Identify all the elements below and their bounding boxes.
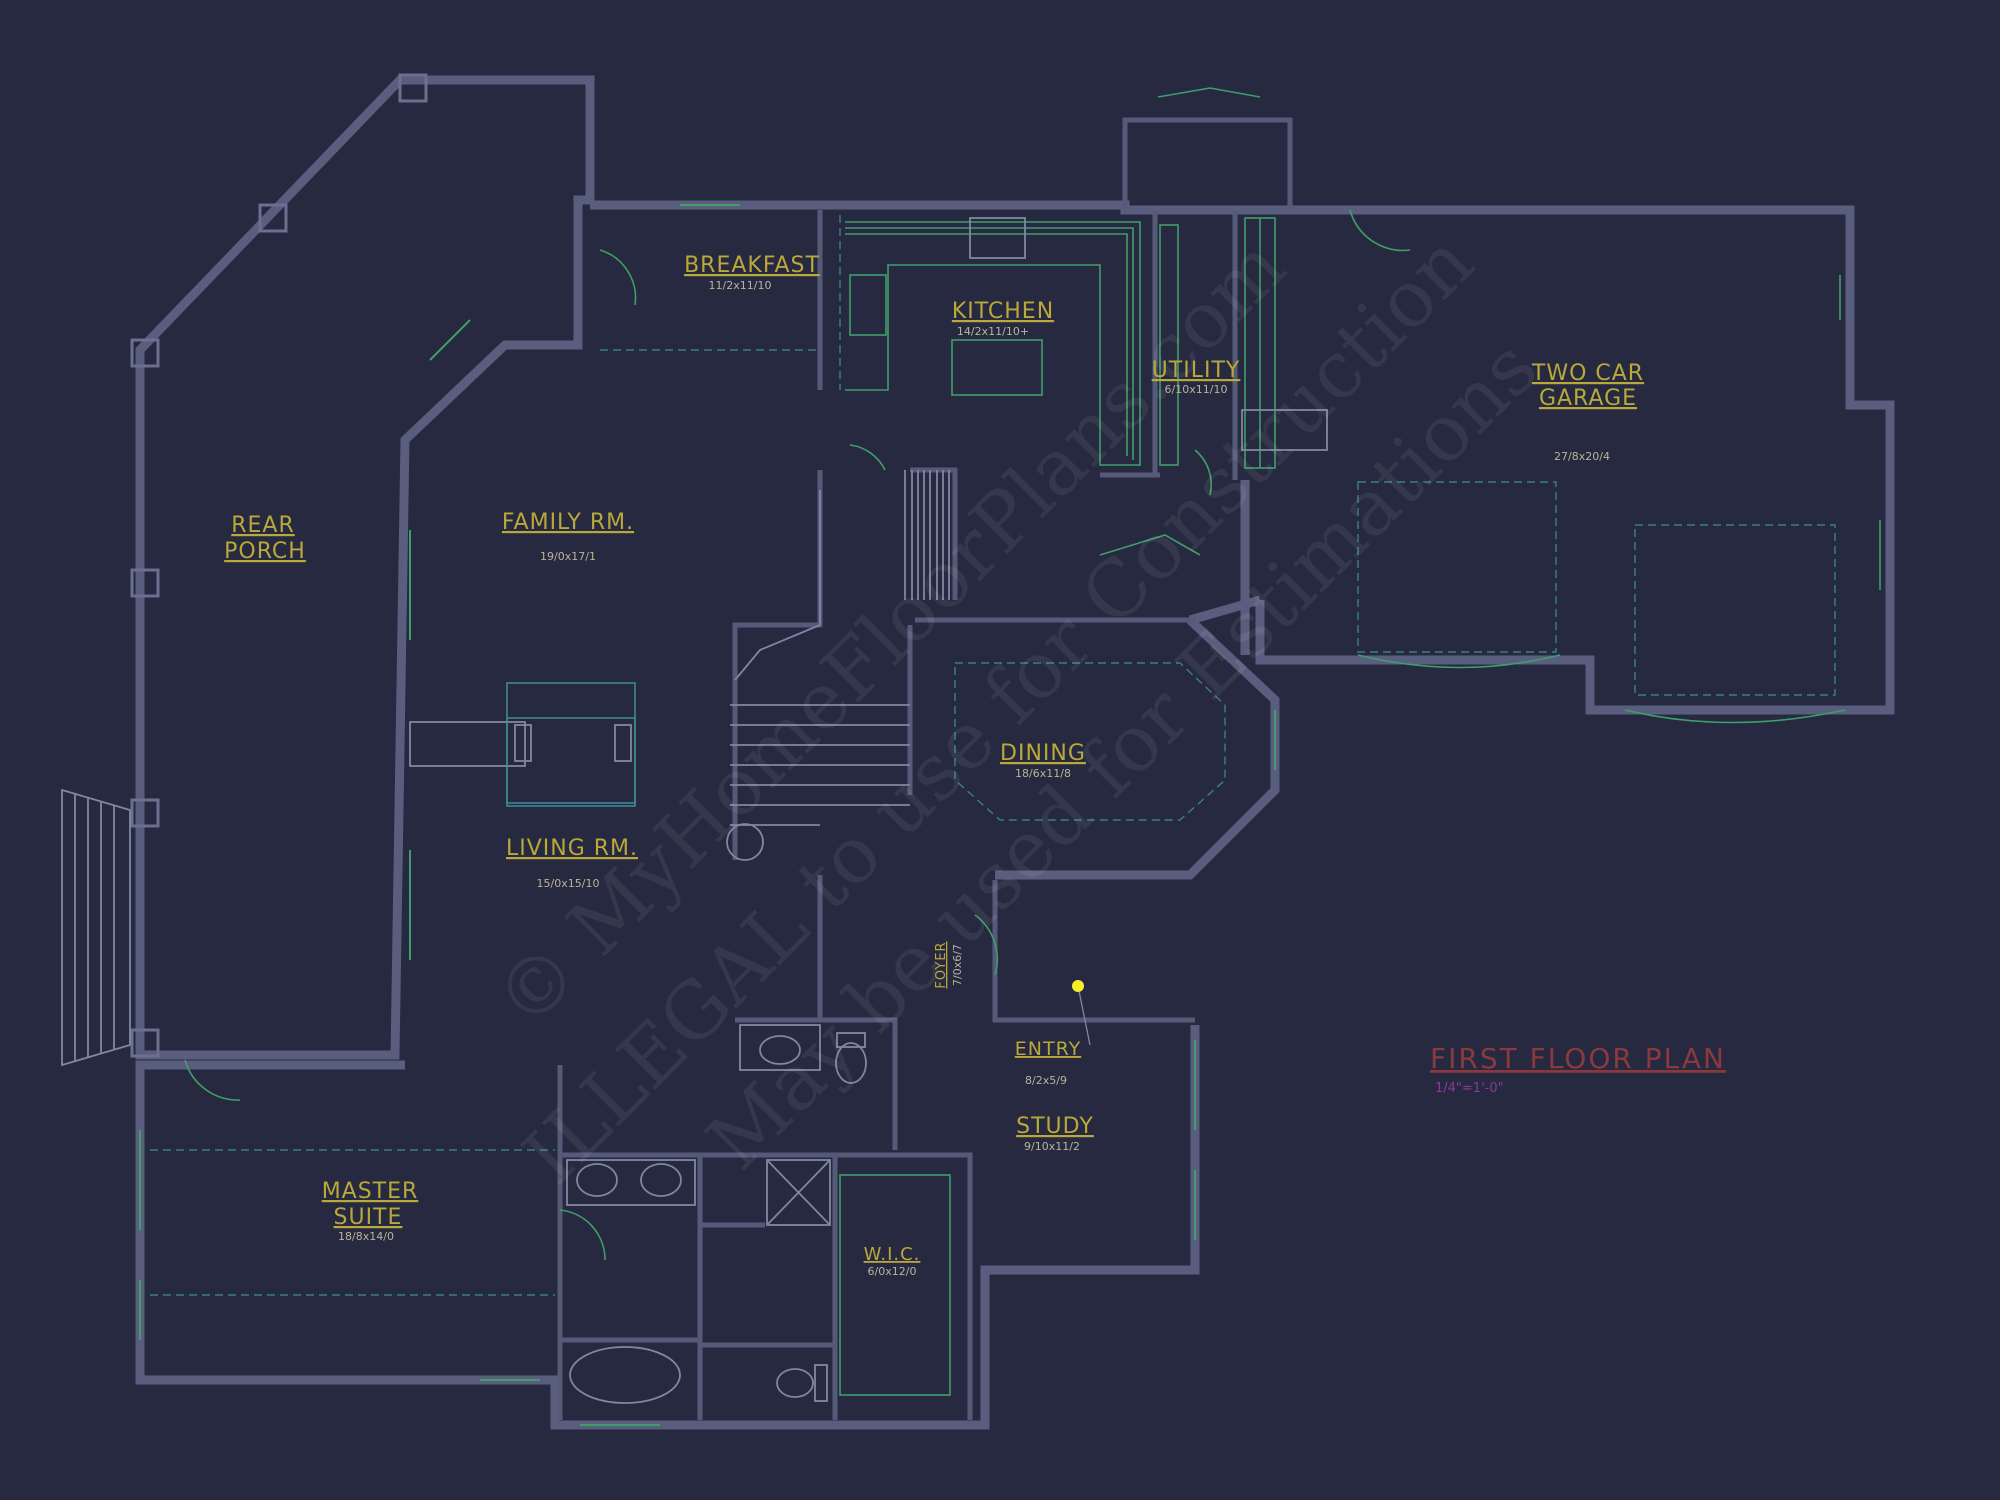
garage-dims: 27/8x20/4 <box>1554 450 1610 463</box>
utility-dims: 6/10x11/10 <box>1165 383 1228 396</box>
family-room-label: FAMILY RM. <box>502 510 634 535</box>
kitchen-label: KITCHEN <box>952 299 1054 324</box>
master-suite-label-line2: SUITE <box>334 1205 403 1230</box>
dining-details <box>954 662 1226 821</box>
plan-scale: 1/4"=1'-0" <box>1435 1081 1504 1096</box>
plan-title: FIRST FLOOR PLAN <box>1430 1042 1726 1075</box>
master-suite-label-line1: MASTER <box>322 1179 419 1204</box>
master-bath-fixtures <box>150 1024 951 1404</box>
location-marker-dot <box>1072 980 1084 992</box>
utility-label: UTILITY <box>1152 358 1241 383</box>
breakfast-dims: 11/2x11/10 <box>709 279 772 292</box>
wic-label: W.I.C. <box>864 1244 921 1265</box>
kitchen-dims: 14/2x11/10+ <box>957 325 1029 338</box>
wic-dims: 6/0x12/0 <box>868 1265 917 1278</box>
study-label: STUDY <box>1016 1114 1094 1139</box>
foyer-label: FOYER <box>934 941 949 988</box>
living-room-label: LIVING RM. <box>506 836 638 861</box>
entry-dims: 8/2x5/9 <box>1025 1074 1067 1087</box>
room-labels: BREAKFAST 11/2x11/10 KITCHEN 14/2x11/10+… <box>224 253 1644 1278</box>
kitchen-fixtures <box>600 215 1328 861</box>
entry-label: ENTRY <box>1015 1038 1081 1060</box>
foyer-dims: 7/0x6/7 <box>951 944 964 986</box>
family-room-dims: 19/0x17/1 <box>540 550 596 563</box>
study-dims: 9/10x11/2 <box>1024 1140 1080 1153</box>
garage-label-line2: GARAGE <box>1539 386 1637 411</box>
garage-details <box>1357 275 1881 724</box>
watermark-line-1: © MyHomeFloorPlans.com <box>478 221 1302 1045</box>
watermark-line-2: ILLEGAL to use for Construction <box>507 217 1491 1201</box>
dining-dims: 18/6x11/8 <box>1015 767 1071 780</box>
breakfast-label: BREAKFAST <box>684 253 820 278</box>
living-room-dims: 15/0x15/10 <box>537 877 600 890</box>
master-suite-dims: 18/8x14/0 <box>338 1230 394 1243</box>
door-swings <box>184 87 1411 1261</box>
dining-label: DINING <box>1000 741 1086 766</box>
rear-porch-label-line1: REAR <box>231 513 295 538</box>
windows <box>139 204 1276 1426</box>
interior-walls <box>409 210 1250 1420</box>
plan-title-block: FIRST FLOOR PLAN 1/4"=1'-0" <box>1430 1042 1726 1096</box>
entry-marker <box>1072 980 1091 1046</box>
rear-porch-label-line2: PORCH <box>224 539 306 564</box>
garage-label-line1: TWO CAR <box>1531 361 1644 386</box>
